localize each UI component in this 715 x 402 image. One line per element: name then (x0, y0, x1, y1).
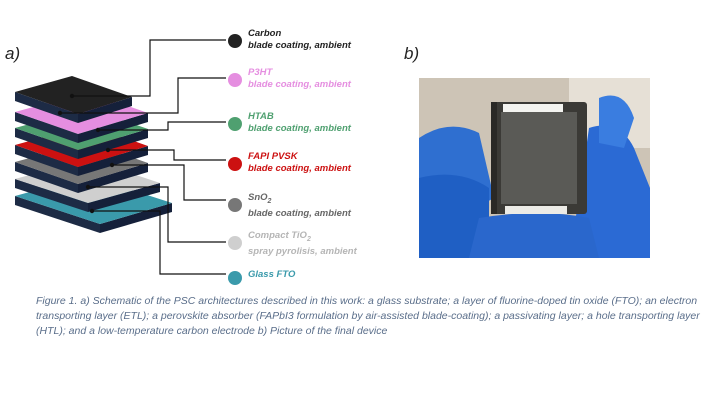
leader-line (92, 210, 226, 275)
leader-dot (85, 184, 91, 190)
legend-dot-glass-fto (228, 271, 242, 285)
leader-line (98, 121, 226, 131)
leader-dot (57, 110, 63, 116)
layer-name: Compact TiO (248, 230, 307, 241)
layer-side (15, 145, 78, 176)
layer-side (15, 179, 88, 212)
legend-dot-carbon (228, 34, 242, 48)
layer-method: blade coating, ambient (248, 79, 351, 90)
layer-side (15, 196, 100, 233)
layer-side (15, 128, 78, 159)
layer-side (15, 162, 78, 193)
layer-name: FAPI PVSK (248, 151, 298, 162)
layer-side (78, 113, 148, 143)
legend-dot-tio2 (228, 236, 242, 250)
device-photo-illustration (419, 78, 650, 258)
leader-line (72, 39, 226, 97)
layer-side (78, 97, 132, 123)
leader-dot (109, 162, 115, 168)
leader-line (60, 77, 226, 114)
layer-name: P3HT (248, 67, 273, 78)
leader-dot (105, 147, 111, 153)
device-photo (419, 78, 650, 258)
layer-name: Glass FTO (248, 269, 296, 280)
layer-side (78, 129, 148, 159)
layer-side (15, 92, 78, 123)
layer-method: blade coating, ambient (248, 207, 351, 219)
layer-stack-schematic (15, 39, 226, 275)
legend-dot-fapi (228, 157, 242, 171)
panel-a-label: a) (5, 44, 21, 63)
layer-name: Carbon (248, 28, 282, 39)
layer-subscript: 2 (267, 197, 272, 205)
leader-dot (95, 127, 101, 133)
leader-line (88, 186, 226, 243)
legend-dot-sno2 (228, 198, 242, 212)
legend-dot-p3ht (228, 73, 242, 87)
layer-method: blade coating, ambient (248, 40, 351, 51)
leader-line (112, 164, 226, 201)
layer-side (78, 163, 148, 193)
layer-method: blade coating, ambient (248, 123, 351, 134)
layer-method: blade coating, ambient (248, 163, 351, 174)
layer-method: spray pyrolisis, ambient (248, 245, 357, 257)
layer-subscript: 2 (306, 235, 311, 243)
figure-caption: Figure 1. a) Schematic of the PSC archit… (36, 295, 700, 337)
layer-name: HTAB (248, 111, 274, 122)
leader-line (108, 149, 226, 161)
layer-side (88, 183, 160, 212)
layer-side (78, 146, 148, 176)
leader-dot (69, 93, 75, 99)
leader-dot (89, 208, 95, 214)
layer-side (15, 112, 78, 143)
layer-name: SnO (248, 192, 268, 203)
legend-dot-htab (228, 117, 242, 131)
panel-b-label: b) (404, 44, 420, 63)
